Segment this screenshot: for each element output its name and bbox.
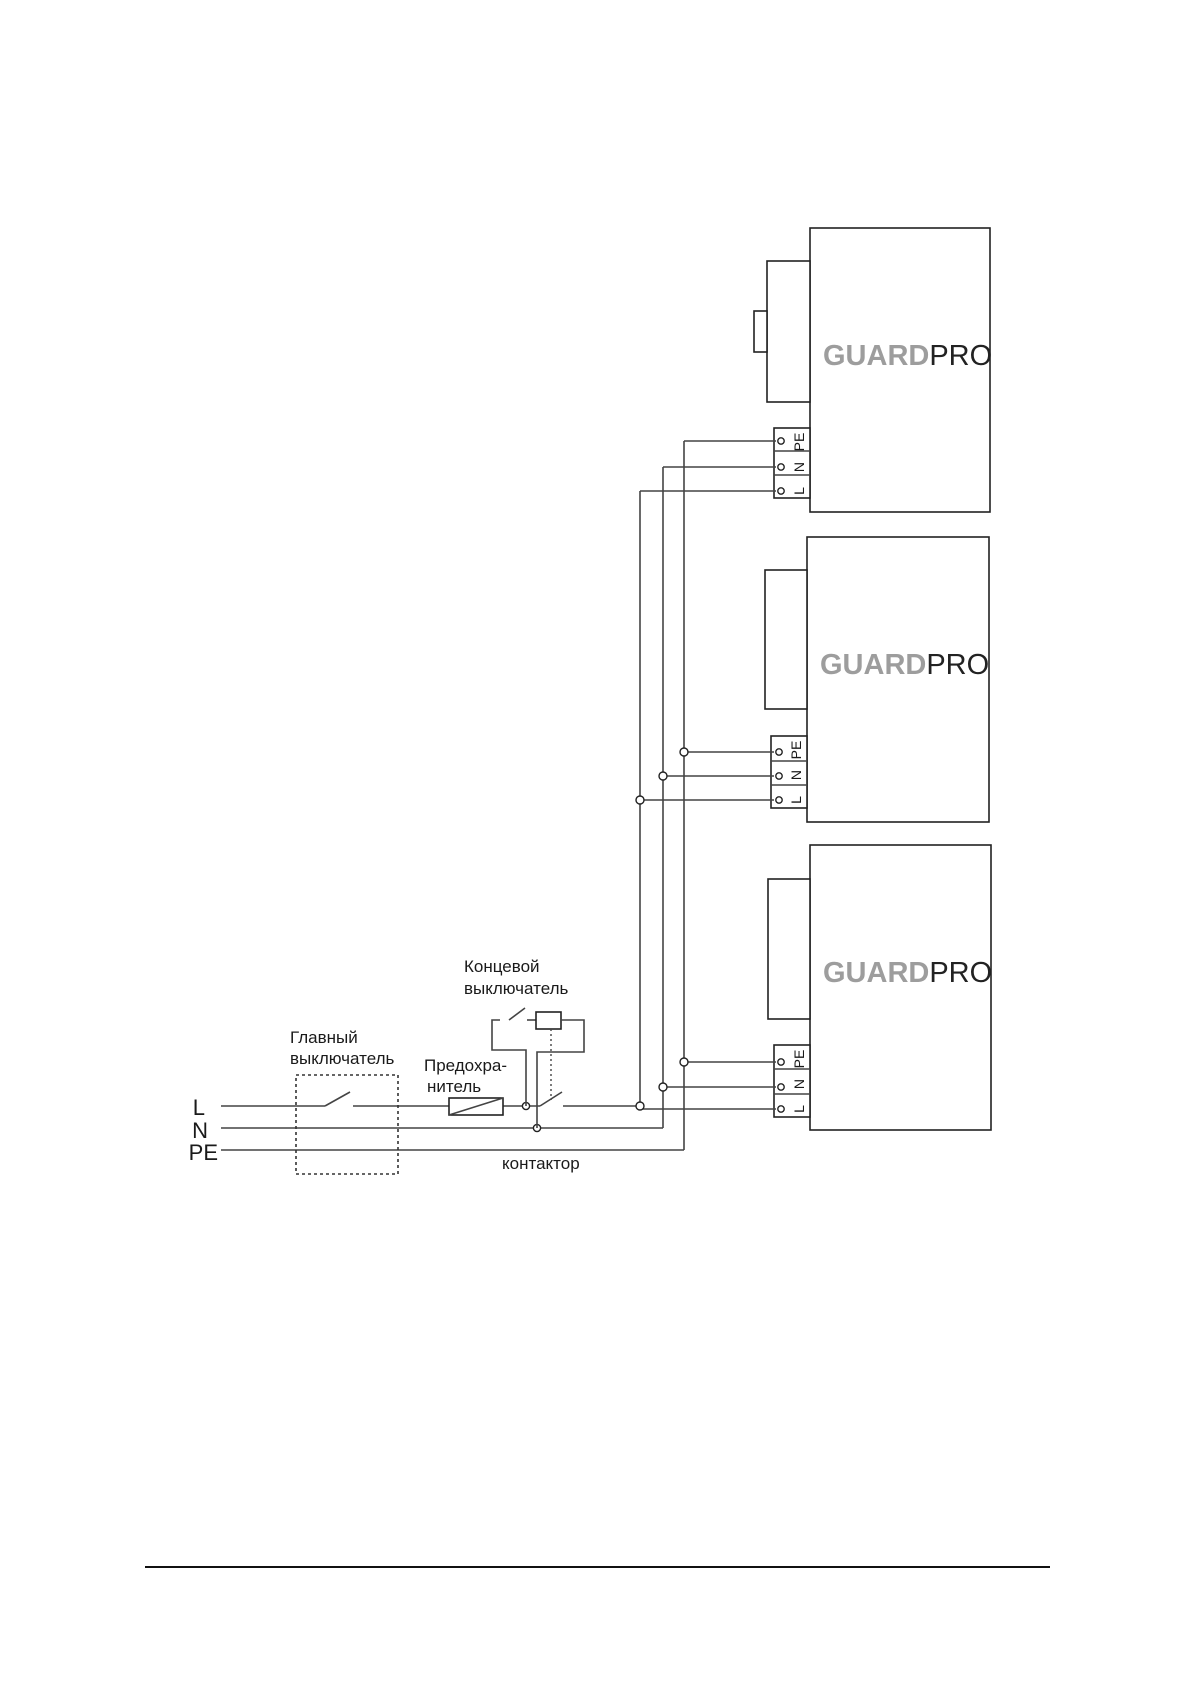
limit-switch-circuit: Концевой выключатель контактор [464, 957, 585, 1173]
supply-lines: L N PE [189, 1091, 684, 1165]
unit-2-terminal-frame [770, 735, 808, 809]
unit-3-pe-junction [679, 1057, 689, 1067]
unit-2-terminal-l-label: L [788, 796, 804, 804]
control-wire-left [491, 1019, 527, 1106]
unit-2-terminal-block: PE N L [770, 735, 808, 809]
unit-1-terminal-pe-label: PE [791, 433, 807, 452]
contactor-coil [535, 1011, 562, 1030]
unit-3-terminal-block: PE N L [773, 1044, 811, 1118]
unit-2-l-junction [635, 795, 645, 805]
fuse-label-line-1: Предохра- [424, 1056, 507, 1075]
unit-3-terminal-pe-label: PE [791, 1050, 807, 1069]
unit-1-terminal-n-screw [777, 463, 785, 471]
fuse-element [448, 1097, 504, 1116]
unit-1-side-panel [766, 260, 811, 403]
unit-3-terminal-l-screw [777, 1105, 785, 1113]
main-switch-blade [324, 1091, 351, 1107]
unit-2-terminal-n-screw [775, 772, 783, 780]
wire-n-label: N [192, 1118, 208, 1143]
limit-switch-label-line-2: выключатель [464, 979, 569, 998]
fuse-label-line-2: нитель [427, 1077, 481, 1096]
unit-2-terminal-l-screw [775, 796, 783, 804]
unit-2-brand: GUARDPRO [820, 649, 989, 681]
guardpro-unit-2: GUARDPRO PE N L [764, 536, 990, 823]
unit-3-n-junction [658, 1082, 668, 1092]
unit-1-terminal-n-label: N [791, 462, 807, 472]
unit-1-terminal-block: PE N L [773, 427, 811, 499]
unit-2-pe-junction [679, 747, 689, 757]
unit-3-terminal-n-screw [777, 1083, 785, 1091]
limit-switch-label-line-1: Концевой [464, 957, 540, 976]
unit-2-terminal-pe-label: PE [788, 741, 804, 760]
unit-1-brand: GUARDPRO [823, 340, 992, 372]
main-switch-label-line-2: выключатель [290, 1049, 395, 1068]
unit-3-terminal-pe-screw [777, 1058, 785, 1066]
bus-wiring [635, 440, 776, 1150]
unit-2-n-junction [658, 771, 668, 781]
control-wire-right [536, 1019, 585, 1128]
fuse: Предохра- нитель [424, 1056, 507, 1116]
wire-pe-label: PE [189, 1140, 218, 1165]
unit-1-terminal-l-screw [777, 487, 785, 495]
unit-2-side-panel [764, 569, 808, 710]
limit-switch-blade [508, 1007, 526, 1021]
unit-3-terminal-frame [773, 1044, 811, 1118]
unit-2-terminal-pe-screw [775, 748, 783, 756]
unit-3-terminal-l-label: L [791, 1105, 807, 1113]
l-bus-junction [635, 1101, 645, 1111]
unit-3-side-panel [767, 878, 811, 1020]
unit-1-body [809, 227, 991, 513]
unit-1-side-knob [753, 310, 768, 353]
main-switch-label-line-1: Главный [290, 1028, 358, 1047]
wire-l-label: L [193, 1095, 205, 1120]
unit-3-brand: GUARDPRO [823, 957, 992, 989]
unit-1-terminal-l-label: L [791, 487, 807, 495]
guardpro-unit-1: GUARDPRO PE N L [753, 227, 992, 513]
unit-2-terminal-n-label: N [788, 770, 804, 780]
unit-1-terminal-pe-screw [777, 437, 785, 445]
main-switch: Главный выключатель [290, 1028, 399, 1175]
contactor-label: контактор [502, 1154, 580, 1173]
main-switch-enclosure [295, 1074, 399, 1175]
guardpro-unit-3: GUARDPRO PE N L [767, 844, 992, 1131]
unit-3-terminal-n-label: N [791, 1079, 807, 1089]
